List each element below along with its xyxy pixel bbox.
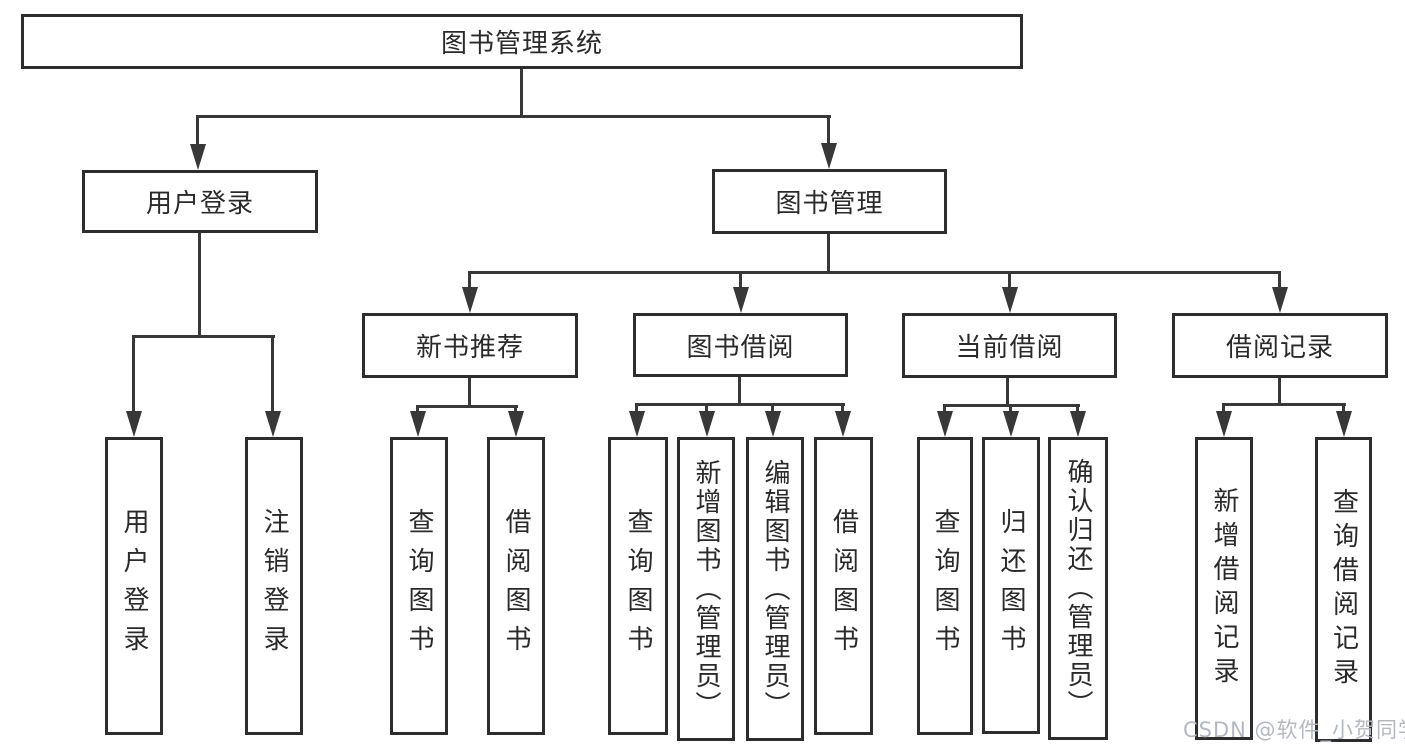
connector-line [841,405,844,413]
arrow-down-icon [1272,287,1288,313]
arrow-down-icon [508,411,524,437]
leaf-query-books-current: 查询图书 [917,437,973,735]
arrow-down-icon [821,143,837,169]
connector-line [738,377,741,405]
connector-line [1006,378,1009,406]
arrow-down-icon [462,287,478,313]
node-book-borrowing: 图书借阅 [633,313,848,377]
leaf-return-book: 归还图书 [982,437,1040,734]
connector-line [1278,273,1281,289]
node-current-borrowing: 当前借阅 [902,313,1117,378]
csdn-watermark: CSDN @软件_小贺同学 [1183,718,1405,742]
node-book-management: 图书管理 [712,169,947,234]
connector-line [1278,378,1281,405]
node-label: 查询图书 [930,508,960,664]
connector-line [468,273,471,289]
node-label: 借阅图书 [501,508,531,664]
arrow-down-icon [265,411,281,437]
leaf-add-book-admin: 新增图书（管理员） [677,437,735,741]
arrow-down-icon [835,411,851,437]
connector-line [827,117,830,145]
node-label: 注销登录 [259,508,289,664]
leaf-query-books-borrowing: 查询图书 [608,437,668,735]
connector-line [132,335,275,338]
connector-line [635,403,845,406]
leaf-confirm-return-admin: 确认归还（管理员） [1048,437,1108,740]
connector-line [827,234,830,273]
connector-line [1222,405,1225,413]
connector-line [514,407,517,413]
arrow-down-icon [1002,287,1018,313]
node-label: 确认归还（管理员） [1063,458,1093,719]
node-label: 用户登录 [119,508,149,664]
node-label: 归还图书 [996,507,1026,664]
node-label: 查询图书 [623,508,653,664]
connector-line [1009,406,1012,413]
node-label: 新书推荐 [415,333,524,363]
node-borrowing-records: 借阅记录 [1172,313,1388,378]
node-label: 编辑图书（管理员） [760,458,790,720]
node-label: 新增图书（管理员） [691,458,721,720]
connector-line [196,115,831,118]
node-label: 查询图书 [404,508,434,664]
arrow-down-icon [1336,411,1352,437]
connector-line [705,405,708,413]
node-new-book-recommend: 新书推荐 [362,313,578,378]
arrow-down-icon [629,411,645,437]
arrow-down-icon [733,287,749,313]
connector-line [416,405,518,408]
arrow-down-icon [190,144,206,170]
connector-line [196,117,199,146]
arrow-down-icon [126,411,142,437]
node-label: 图书管理 [775,189,884,219]
connector-line [943,406,946,413]
connector-line [1076,406,1079,413]
connector-line [1222,403,1346,406]
leaf-query-borrow-record: 查询借阅记录 [1315,437,1372,742]
node-label: 借阅记录 [1225,333,1334,363]
arrow-down-icon [1003,411,1019,437]
leaf-borrow-books-borrowing: 借阅图书 [814,437,873,735]
leaf-borrow-books-recommend: 借阅图书 [487,437,545,735]
arrow-down-icon [765,411,781,437]
connector-line [520,69,523,117]
node-user-login: 用户登录 [82,170,318,233]
connector-line [271,337,274,413]
leaf-add-borrow-record: 新增借阅记录 [1195,437,1253,740]
connector-line [771,405,774,413]
arrow-down-icon [410,411,426,437]
arrow-down-icon [1216,411,1232,437]
connector-line [1342,405,1345,413]
node-label: 图书管理系统 [440,29,603,59]
connector-line [1008,273,1011,289]
connector-line [635,405,638,413]
connector-line [468,378,471,407]
node-label: 查询借阅记录 [1328,487,1359,692]
connector-line [198,233,201,337]
leaf-query-books-recommend: 查询图书 [390,437,448,735]
arrow-down-icon [699,411,715,437]
connector-line [739,273,742,289]
connector-line [468,271,1281,274]
leaf-user-login: 用户登录 [105,437,163,735]
leaf-edit-book-admin: 编辑图书（管理员） [746,437,804,741]
leaf-logout: 注销登录 [245,437,303,735]
connector-line [416,407,419,413]
node-label: 借阅图书 [828,508,859,664]
node-library-management-system: 图书管理系统 [21,14,1023,69]
node-label: 当前借阅 [955,333,1064,363]
arrow-down-icon [937,411,953,437]
arrow-down-icon [1070,411,1086,437]
node-label: 图书借阅 [686,332,795,363]
connector-line [943,404,1080,407]
connector-line [132,337,135,413]
node-label: 用户登录 [145,189,254,219]
node-label: 新增借阅记录 [1209,486,1239,691]
